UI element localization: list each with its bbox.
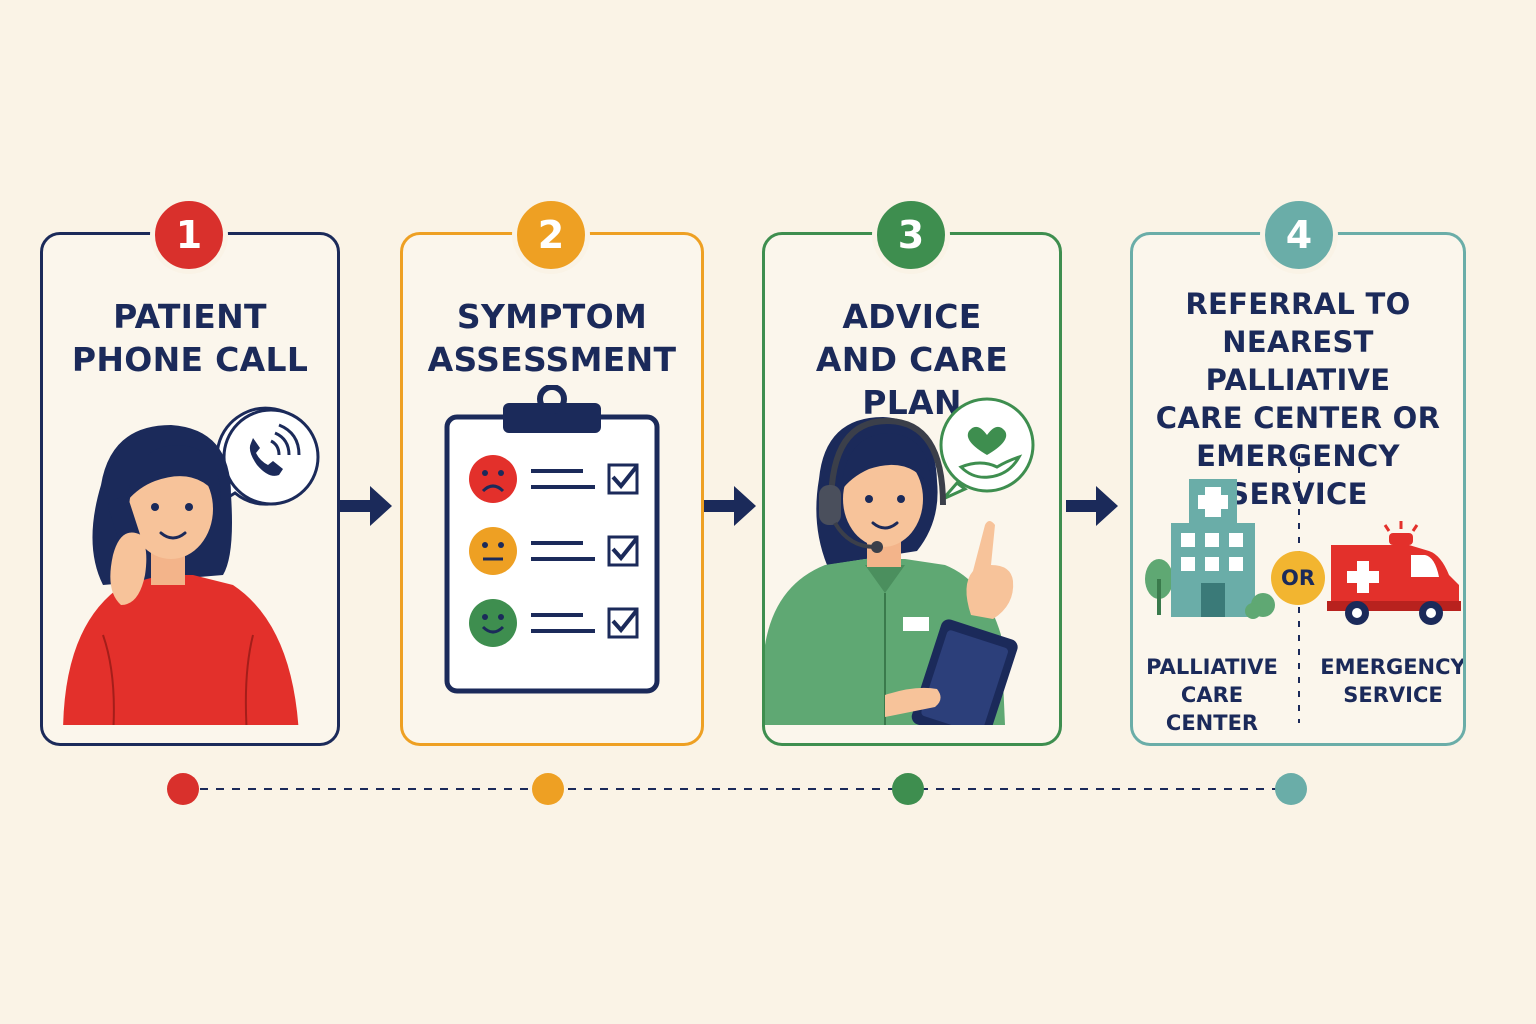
step-4-card: REFERRAL TO NEAREST PALLIATIVE CARE CENT… (1130, 232, 1466, 746)
timeline-dot-4 (1275, 773, 1307, 805)
emergency-service-label: EMERGENCY SERVICE (1320, 655, 1466, 707)
patient-phone-illustration (63, 406, 320, 725)
divider-line (1298, 453, 1300, 723)
arrow-right-icon (704, 486, 756, 526)
step-1-title: PATIENT PHONE CALL (71, 297, 309, 379)
timeline-dot-1 (167, 773, 199, 805)
step-1-card: PATIENT PHONE CALL (40, 232, 340, 746)
step-3-title: ADVICE AND CARE PLAN (815, 297, 1009, 422)
nurse-advice-illustration (765, 397, 1035, 725)
timeline-dot-3 (892, 773, 924, 805)
arrow-right-icon (340, 486, 392, 526)
arrow-right-icon (1066, 486, 1118, 526)
timeline-connector (200, 788, 1276, 790)
ambulance-icon (1327, 521, 1461, 625)
step-2-number-badge: 2 (512, 196, 590, 274)
palliative-care-center-label: PALLIATIVE CARE CENTER (1146, 655, 1278, 735)
or-badge: OR (1271, 551, 1325, 605)
step-1-number-badge: 1 (150, 196, 228, 274)
step-4-number-badge: 4 (1260, 196, 1338, 274)
symptom-checklist-clipboard-icon (444, 385, 660, 694)
step-3-card: ADVICE AND CARE PLAN (762, 232, 1062, 746)
step-2-card: SYMPTOM ASSESSMENT (400, 232, 704, 746)
hospital-building-icon (1145, 479, 1275, 619)
timeline-dot-2 (532, 773, 564, 805)
step-2-title: SYMPTOM ASSESSMENT (427, 297, 677, 379)
step-3-number-badge: 3 (872, 196, 950, 274)
step-4-title: REFERRAL TO NEAREST PALLIATIVE CARE CENT… (1155, 287, 1441, 511)
